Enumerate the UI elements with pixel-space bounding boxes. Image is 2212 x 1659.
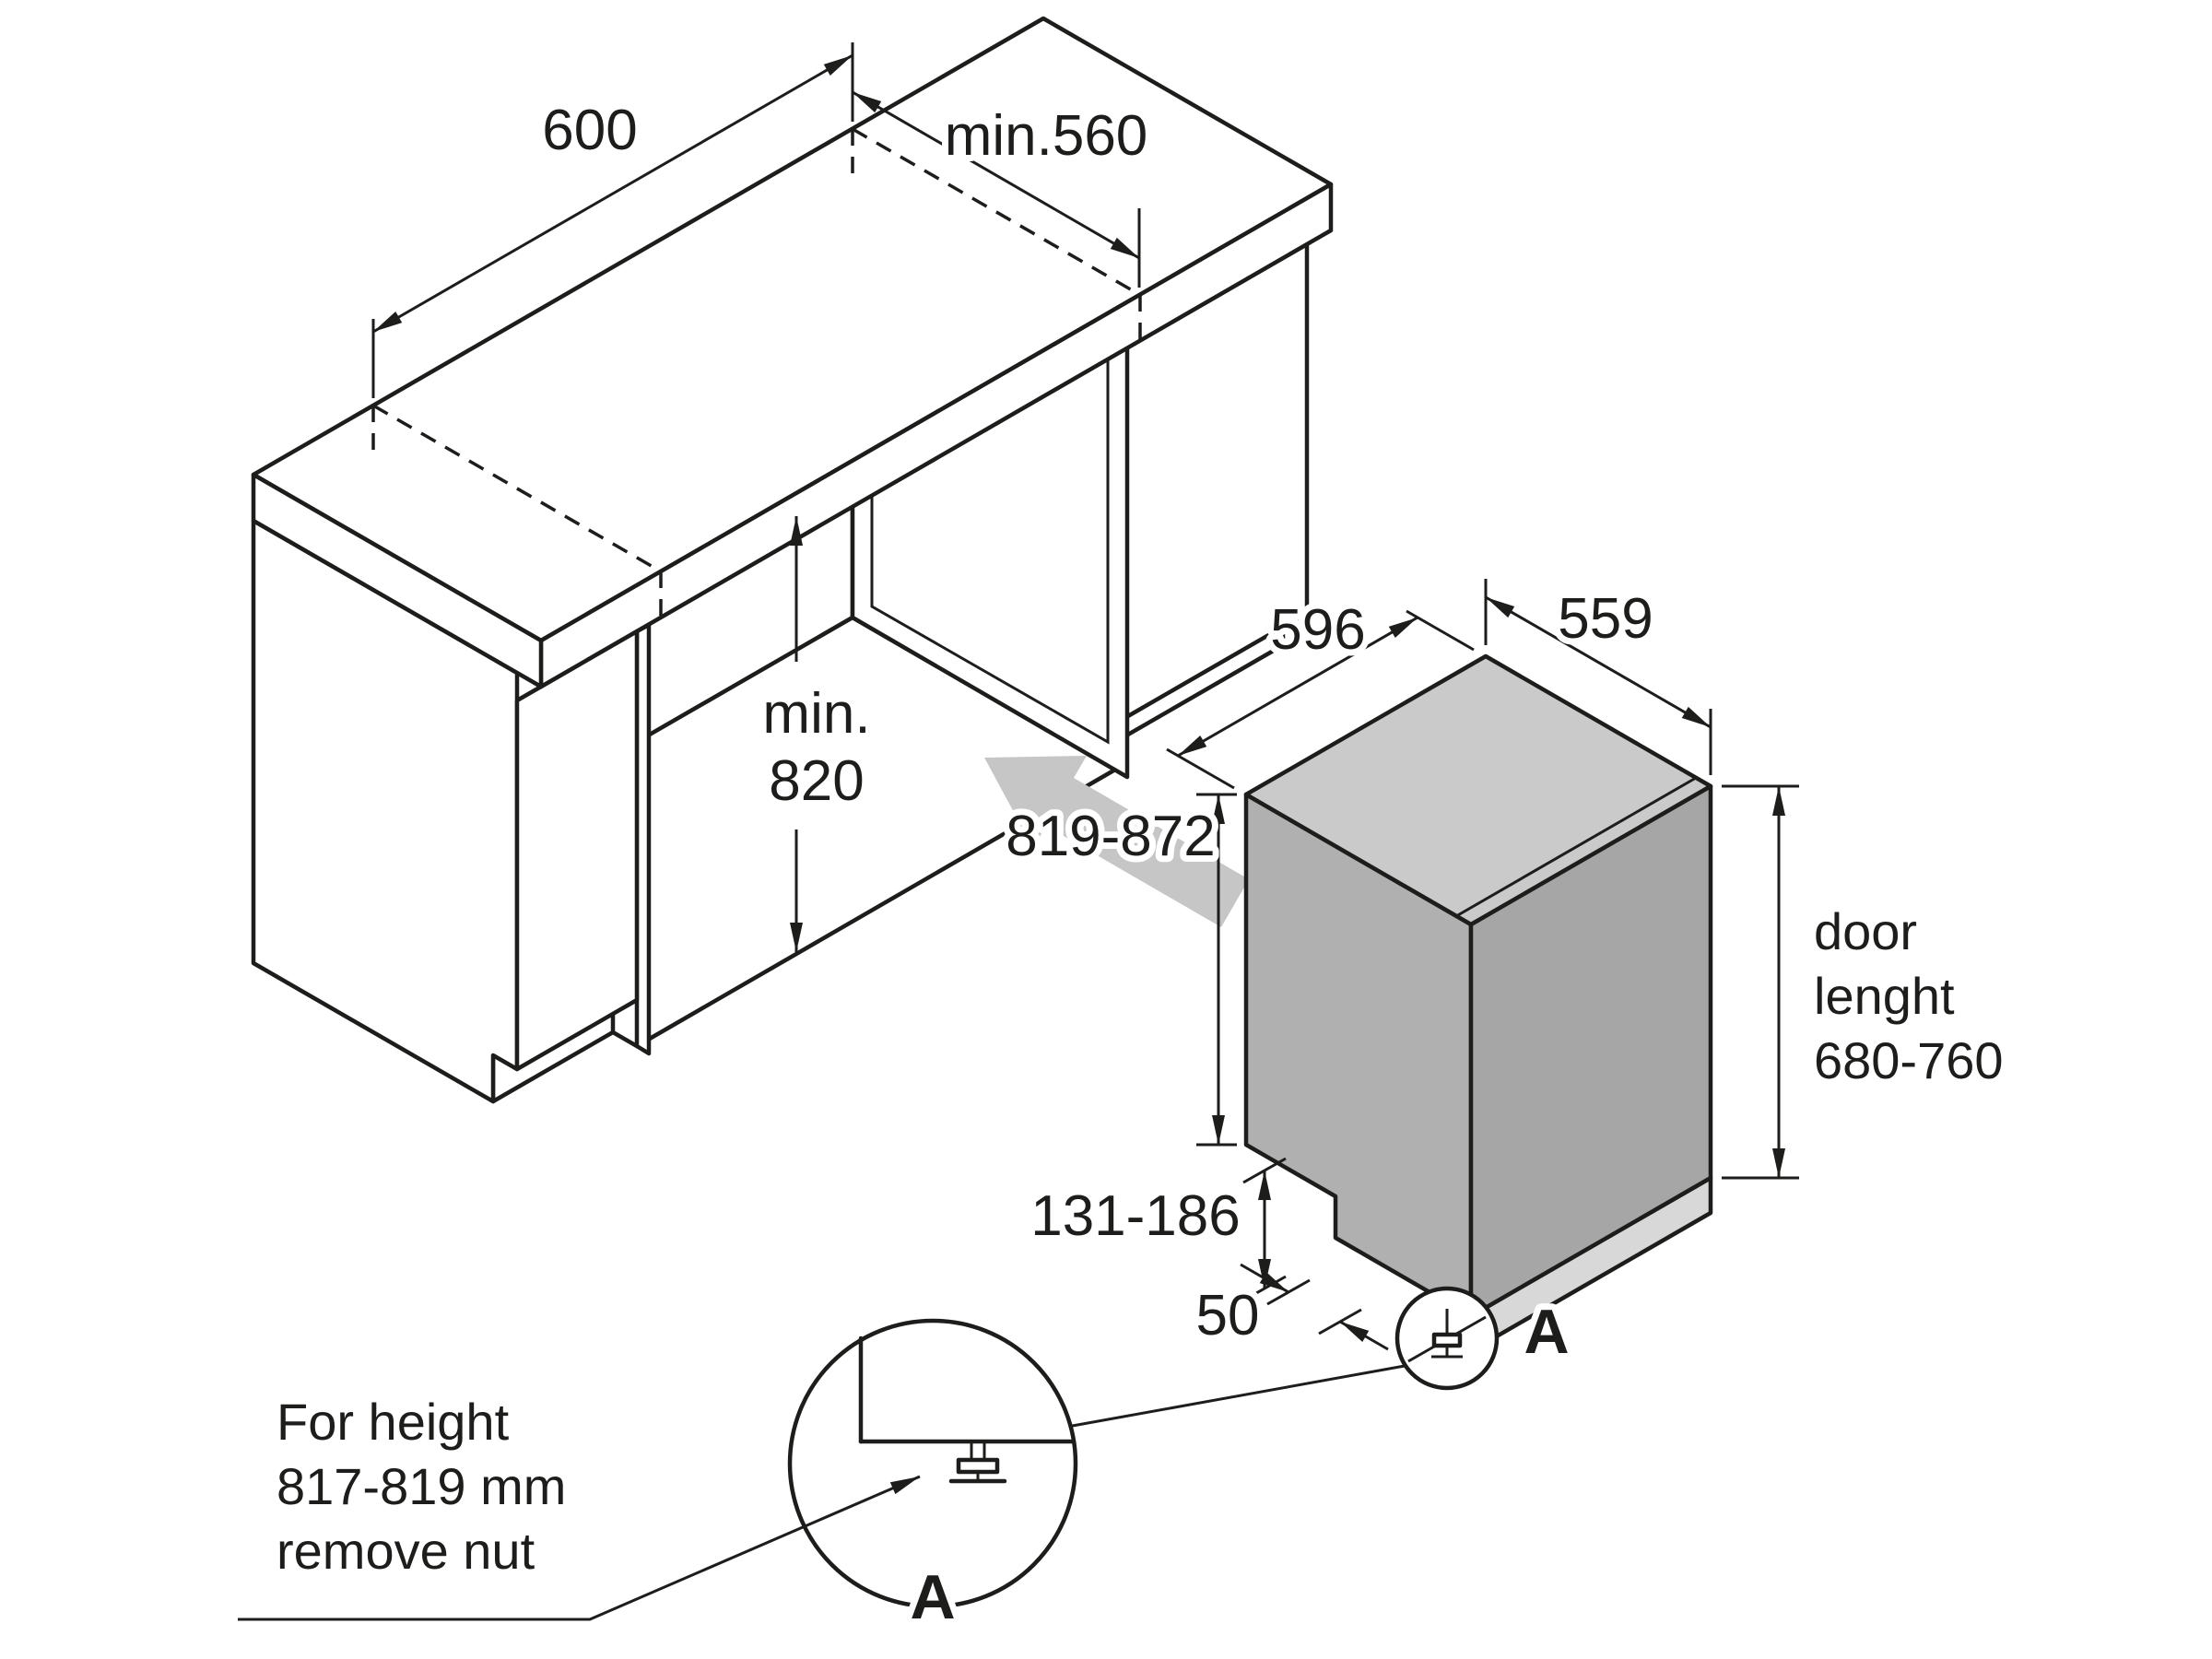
note-leader-arrow [238,1475,921,1621]
dimension-arrow [1339,1320,1389,1351]
dishwasher-depth-label: 559 [1558,587,1653,651]
dimension-line [1485,595,1712,729]
dim-door-length: door lenght 680-760 [1722,784,2010,1180]
countertop-left-face [251,472,544,689]
dimension-line [852,90,1140,260]
extension-line [1406,609,1475,652]
dishwasher-width-label: 596 [1270,598,1365,662]
dimension-arrow [1240,1263,1289,1294]
niche-width-label: 600 [542,99,637,162]
callout-leader-line [1066,1364,1406,1429]
note-line1: For height [276,1393,510,1451]
plinth-range-label: 131-186 [1030,1184,1241,1248]
magnified-nut [956,1457,1000,1475]
niche-depth-label: min.560 [945,104,1148,168]
dim-foot-offset: 50 [1190,1263,1389,1354]
dim-niche-height: min. 820 [756,516,877,952]
door-length-label-line3: 680-760 [1814,1031,2004,1089]
foot-detail-marker: A [1394,1286,1576,1391]
left-cabinet-front-face [514,629,640,1072]
dashed-niche-left-edge [372,404,662,573]
dim-dishwasher-height: 819-872 [999,793,1237,1147]
dimension-line [1177,616,1418,758]
dim-dishwasher-width: 596 [1166,592,1475,790]
dishwasher: 596 559 819-872 131-186 [999,579,2010,1391]
dashed-niche-front-edge [660,293,1141,573]
door-length-label-line2: lenght [1814,967,1955,1025]
foot-offset-label: 50 [1196,1284,1260,1347]
dim-plinth-range: 131-186 [1024,1157,1287,1302]
dim-niche-depth: min.560 [852,90,1154,288]
door-length-label-line1: door [1814,902,1917,960]
foot-nut [1431,1332,1463,1348]
note-line2: 817-819 mm [276,1457,566,1515]
note-line3: remove nut [276,1522,535,1580]
kitchen-cabinet: 600 min.560 min. 820 [251,16,1334,1104]
dim-dishwasher-depth: 559 [1484,579,1712,775]
detail-marker-label: A [1524,1297,1569,1367]
door-top-edge-line [1455,776,1697,918]
dimension-line [372,53,853,334]
detail-zoom-label: A [910,1562,955,1632]
niche-height-label-line2: 820 [769,749,864,813]
dishwasher-height-label: 819-872 [1006,805,1216,868]
insertion-arrow [984,756,1249,927]
detail-callout: A For height 817-819 mm remove nut [238,1318,1406,1639]
niche-height-label-line1: min. [762,682,870,746]
